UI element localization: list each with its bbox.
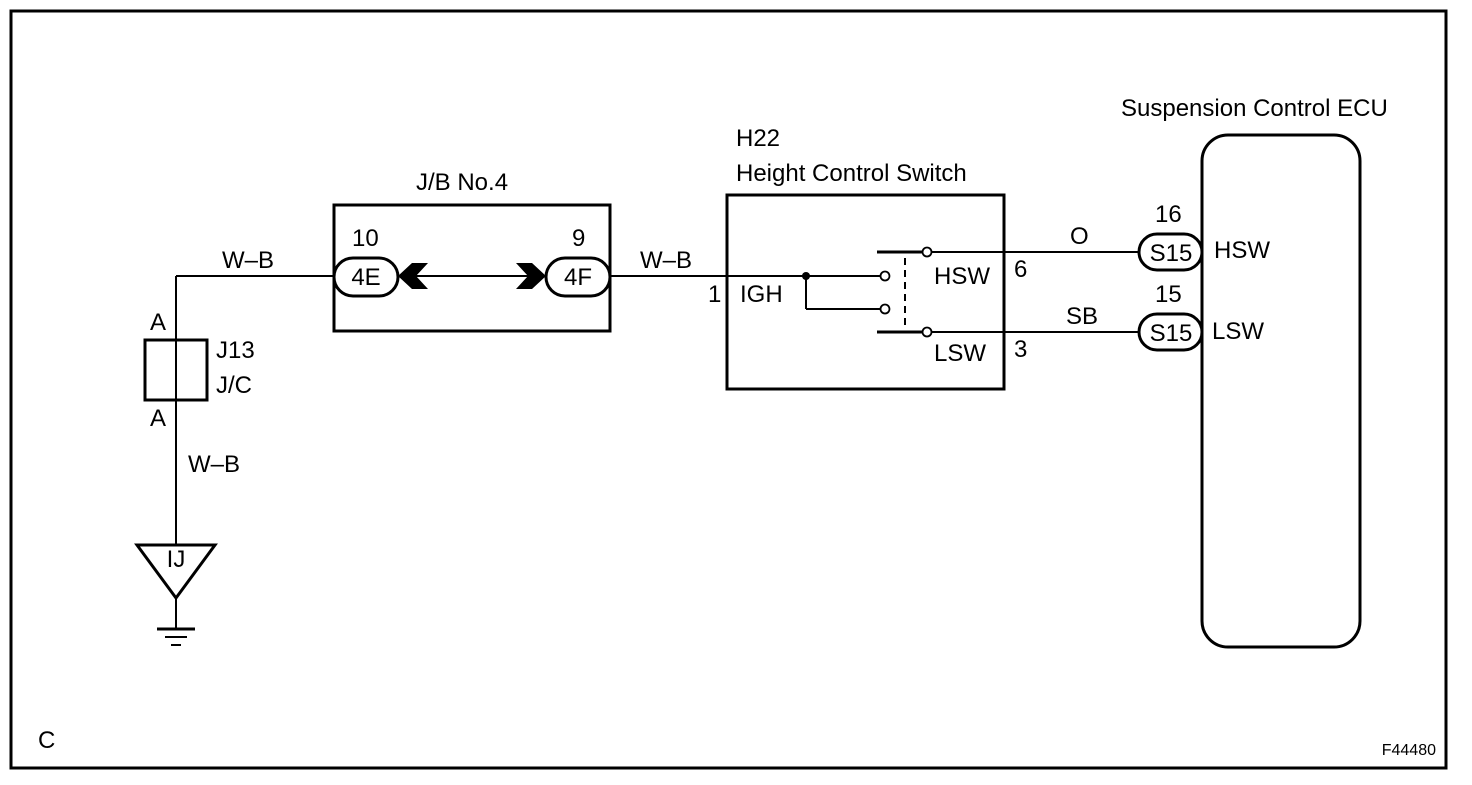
ecu-hsw-connector-code: S15 [1150,240,1193,267]
jb-right-pin-number: 9 [572,225,585,252]
switch-contact-common-upper [879,270,891,282]
wire-color-wb-bottom: W–B [188,451,240,478]
wire-color-lsw: SB [1066,303,1098,330]
ecu-hsw-label: HSW [1214,237,1270,264]
jb-left-arrowhead-icon [398,263,428,289]
suspension-control-ecu-box [1200,133,1362,649]
switch-igh-pin: 1 [708,281,721,308]
jb-right-connector-code: 4F [564,264,592,291]
jb-title: J/B No.4 [416,169,508,196]
jb-right-arrowhead-icon [516,263,546,289]
switch-lsw-pin: 3 [1014,336,1027,363]
jc-top-terminal: A [150,309,166,336]
jc-id: J13 [216,337,255,364]
jb-left-connector [332,256,400,298]
jc-bottom-terminal: A [150,405,166,432]
height-control-switch-box [725,193,1006,391]
ground-point-triangle [134,543,218,601]
ecu-hsw-connector [1137,232,1204,272]
switch-lsw-label: LSW [934,340,986,367]
junction-block-jb-no4 [332,203,612,333]
switch-hsw-pin: 6 [1014,256,1027,283]
ground-point-label: IJ [167,546,186,573]
page-corner-code: C [38,727,55,754]
switch-hsw-label: HSW [934,263,990,290]
jb-left-pin-number: 10 [352,225,379,252]
ecu-name: Suspension Control ECU [1121,95,1388,122]
page-frame [9,9,1448,770]
ecu-hsw-pin: 16 [1155,201,1182,228]
switch-name: Height Control Switch [736,160,967,187]
switch-contact-common-lower [879,303,891,315]
wire-color-wb-mid: W–B [640,247,692,274]
switch-contact-lsw [921,326,933,338]
switch-igh-label: IGH [740,281,783,308]
wire-color-hsw: O [1070,223,1089,250]
jb-left-connector-code: 4E [351,264,380,291]
switch-id: H22 [736,125,780,152]
ecu-lsw-connector-code: S15 [1150,320,1193,347]
figure-id: F44480 [1382,742,1436,759]
ecu-lsw-label: LSW [1212,318,1264,345]
jc-type: J/C [216,372,252,399]
ecu-lsw-connector [1137,312,1204,352]
ecu-lsw-pin: 15 [1155,281,1182,308]
wire-color-wb-top: W–B [222,247,274,274]
switch-contact-hsw [921,246,933,258]
